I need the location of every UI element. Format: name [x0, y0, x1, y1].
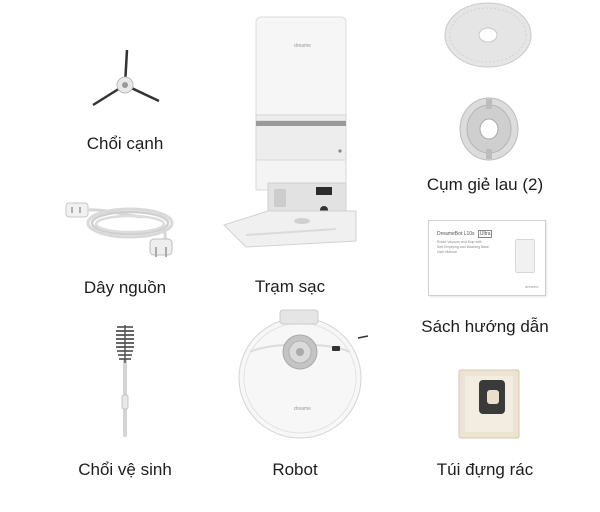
power-cord-image [65, 202, 174, 257]
manual-subtitle-3: User Manual [437, 250, 457, 254]
manual-station-sketch [515, 239, 535, 273]
robot-image: dreame [238, 309, 369, 439]
mop-holder-image [459, 97, 519, 161]
dust-bag-image [458, 369, 520, 439]
label-cleaning-brush: Chổi vệ sinh [78, 460, 172, 479]
label-side-brush: Chổi cạnh [86, 134, 164, 153]
label-manual: Sách hướng dẫn [421, 317, 549, 336]
label-station: Trạm sạc [254, 277, 326, 296]
manual-badge: Ultra [477, 230, 493, 238]
label-dust-bag: Túi đựng rác [436, 460, 534, 479]
cleaning-brush-image [116, 325, 134, 437]
manual-title: DreameBot L10s Ultra [437, 230, 493, 238]
manual-subtitle-1: Robot Vacuum and Mop with [437, 240, 482, 244]
mop-pad-image [444, 2, 532, 68]
side-brush-image [92, 49, 160, 107]
station-brand-mark: dreame [294, 43, 311, 49]
label-robot: Robot [272, 460, 318, 479]
manual-subtitle-2: Self-Emptying and Washing Base [437, 245, 490, 249]
label-power-cord: Dây nguồn [83, 278, 167, 297]
station-image: dreame [223, 16, 357, 248]
robot-brand-mark: dreame [294, 406, 311, 412]
manual-title-text: DreameBot L10s [437, 231, 475, 237]
manual-booklet: DreameBot L10s Ultra Robot Vacuum and Mo… [428, 220, 546, 296]
manual-brand-mark: dreame [525, 284, 539, 289]
label-mop-pads: Cụm giẻ lau (2) [426, 175, 544, 194]
